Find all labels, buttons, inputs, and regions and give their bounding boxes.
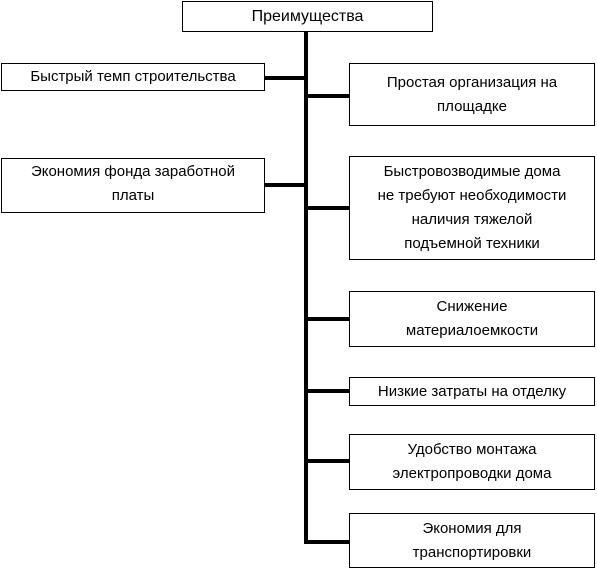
left-node-payroll-savings: Экономия фонда заработной платы: [1, 158, 265, 213]
connector-right-2: [306, 206, 350, 210]
right-node-wiring-installation: Удобство монтажа электропроводки дома: [349, 434, 595, 490]
connector-right-3: [306, 317, 350, 321]
connector-right-5: [306, 459, 350, 463]
connector-left-2: [263, 183, 306, 187]
connector-left-1: [263, 76, 306, 80]
right-node-transport-savings: Экономия для транспортировки: [349, 513, 595, 568]
connector-right-4: [306, 389, 350, 393]
right-node-site-organization: Простая организация на площадке: [349, 63, 595, 126]
left-node-fast-construction: Быстрый темп строительства: [1, 63, 265, 91]
connector-right-1: [306, 94, 350, 98]
trunk-line: [304, 31, 308, 544]
right-node-material-reduction: Снижение материалоемкости: [349, 291, 595, 347]
right-node-finishing-costs: Низкие затраты на отделку: [349, 377, 595, 406]
connector-right-6: [306, 540, 350, 544]
right-node-no-heavy-equipment: Быстровозводимые дома не требуют необход…: [349, 156, 595, 260]
root-node: Преимущества: [182, 1, 433, 32]
